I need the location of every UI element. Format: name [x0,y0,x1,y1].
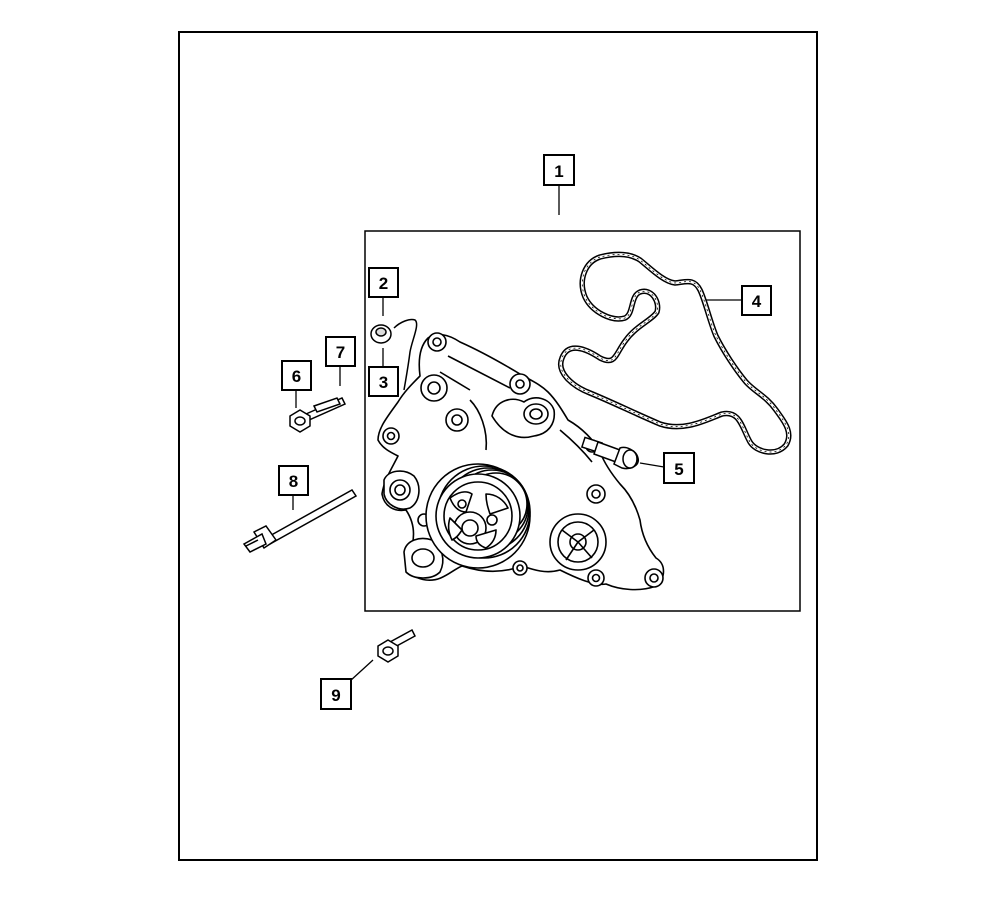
callout-6-label: 6 [292,367,301,386]
callout-3: 3 [368,366,399,397]
callout-6: 6 [281,360,312,391]
callout-9-label: 9 [331,686,340,705]
callout-8-label: 8 [289,472,298,491]
callout-9: 9 [320,678,352,710]
stud-8 [242,489,358,553]
callout-1: 1 [543,154,575,186]
leader-lines [292,185,742,682]
callout-2-label: 2 [379,274,388,293]
stud-7 [312,397,342,413]
outer-frame [178,31,818,861]
callout-5-label: 5 [674,460,683,479]
callout-5: 5 [663,452,695,484]
o-ring [393,318,418,391]
callout-3-label: 3 [379,373,388,392]
callout-7-label: 7 [336,343,345,362]
callout-4: 4 [741,285,772,316]
bolt-9 [377,628,416,663]
assembly-frame [364,230,801,612]
callout-7: 7 [325,336,356,367]
callout-1-label: 1 [554,162,563,181]
gasket [558,251,792,455]
bushing [370,324,392,344]
temperature-sensor [580,436,639,470]
callout-4-label: 4 [752,292,762,311]
callout-2: 2 [368,267,399,298]
water-pump [377,332,665,591]
callout-8: 8 [278,465,309,496]
